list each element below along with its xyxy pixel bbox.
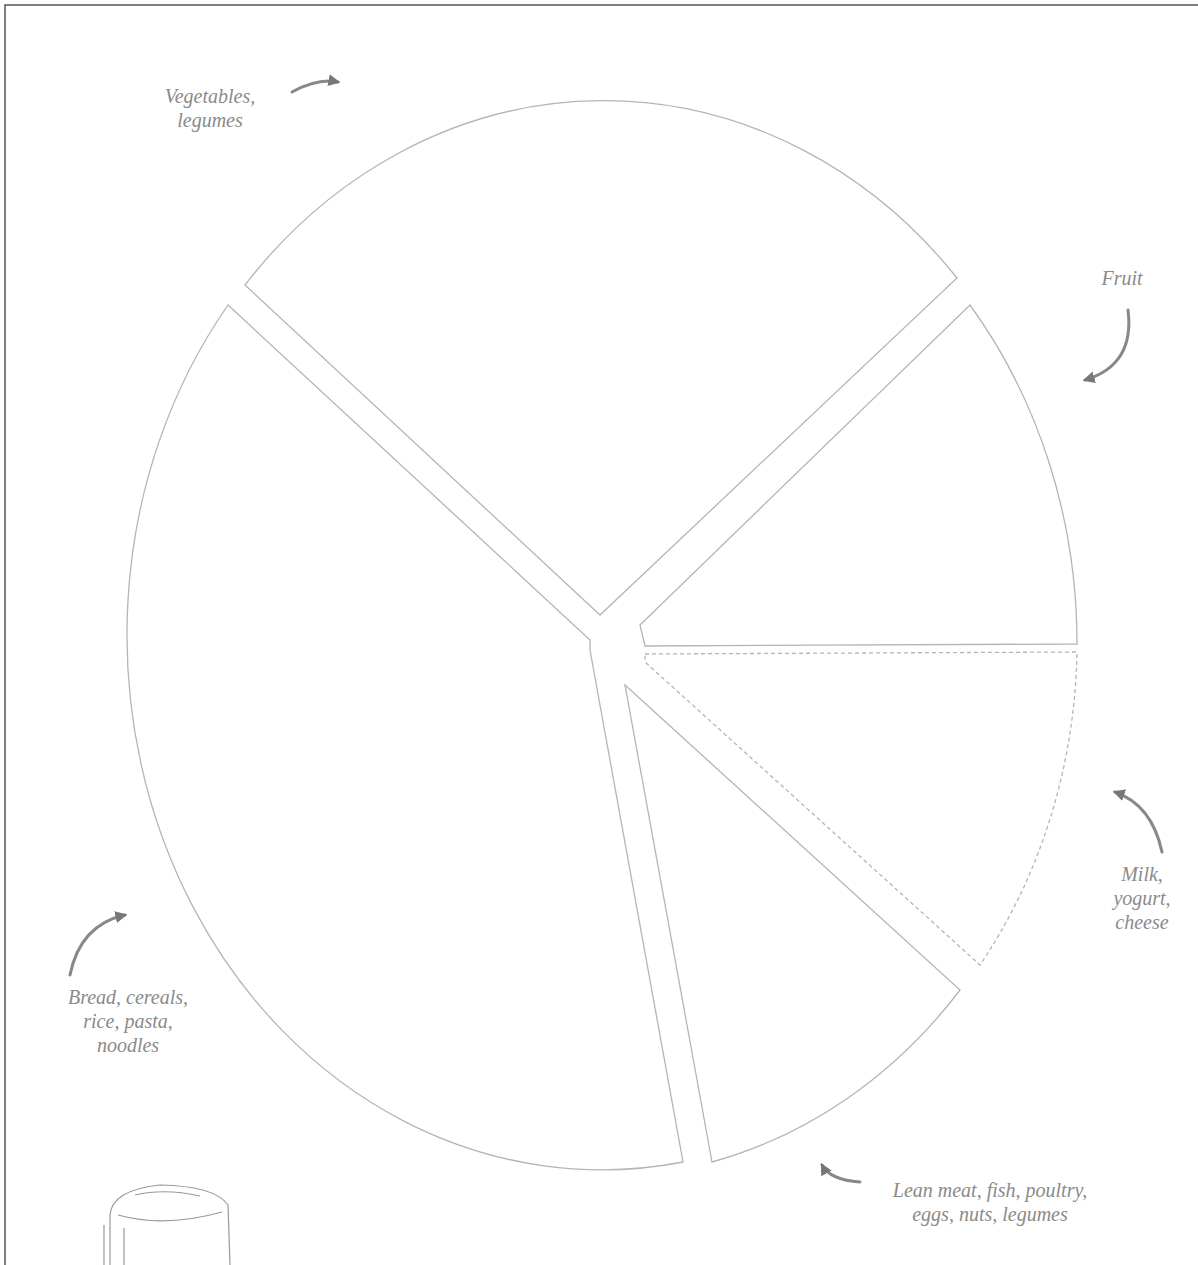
fruit-segment xyxy=(640,305,1077,646)
food-group-label: Lean meat, fish, poultry, eggs, nuts, le… xyxy=(875,1178,1105,1226)
food-group-label: Bread, cereals, rice, pasta, noodles xyxy=(63,985,193,1057)
food-group-label: Vegetables, legumes xyxy=(135,84,285,132)
food-group-label: Milk, yogurt, cheese xyxy=(1102,862,1182,934)
food-group-label: Fruit xyxy=(1087,266,1157,290)
protein-segment xyxy=(625,685,960,1162)
dairy-segment xyxy=(645,652,1077,965)
leader-arrow xyxy=(822,1165,860,1182)
figure-sketch xyxy=(104,1185,230,1265)
leader-arrow xyxy=(292,81,338,92)
page-frame xyxy=(5,5,1198,1265)
grains-segment xyxy=(127,305,683,1170)
leader-arrow xyxy=(1085,310,1129,380)
vegetables-segment xyxy=(245,101,957,615)
leader-arrow xyxy=(1115,792,1162,852)
leader-arrow xyxy=(70,915,125,975)
